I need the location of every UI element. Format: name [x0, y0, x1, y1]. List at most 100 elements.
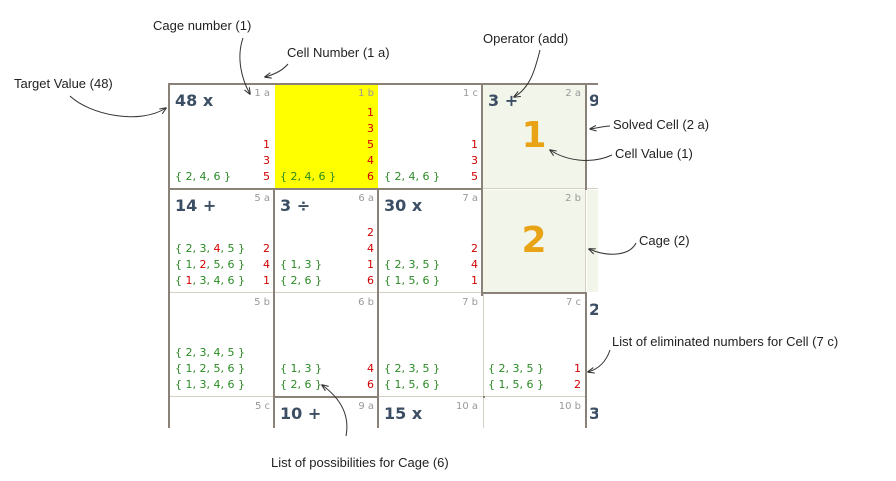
cell-10b[interactable]: 10 b: [483, 398, 585, 428]
cell-partial-r2[interactable]: 2: [587, 294, 598, 396]
cage-label: 3 +: [488, 91, 519, 110]
possibility-list: { 2, 4, 6 }: [280, 170, 336, 183]
arrow-eliminated-list: [588, 349, 611, 372]
cage-border: [481, 188, 483, 294]
annotation-eliminated-list: List of eliminated numbers for Cell (7 c…: [612, 334, 839, 349]
cage-label: 3: [589, 404, 598, 423]
cell-number: 7 a: [462, 193, 478, 204]
cell-number: 2 a: [565, 88, 581, 99]
cell-number: 7 b: [462, 297, 478, 308]
cage-border: [274, 396, 379, 398]
cell-partial-r1[interactable]: [587, 190, 598, 292]
possibility-list: { 2, 3, 4, 5 }{ 1, 2, 5, 6 }{ 1, 3, 4, 6…: [175, 346, 245, 391]
cell-number: 10 a: [455, 401, 478, 412]
cage-label: 14 +: [175, 196, 217, 215]
annotation-cell-value: Cell Value (1): [615, 146, 693, 161]
cage-label: 9: [589, 91, 598, 110]
cell-10a[interactable]: 10 a 15 x: [379, 398, 482, 428]
cell-partial-r3[interactable]: 3: [587, 398, 598, 428]
annotation-cage: Cage (2): [639, 233, 690, 248]
arrow-target-value: [69, 95, 166, 118]
arrow-cell-number: [265, 63, 289, 77]
arrow-possibilities-list: [322, 385, 348, 437]
cell-number: 10 b: [558, 401, 581, 412]
cage-border: [481, 294, 483, 296]
cell-number: 2 b: [565, 193, 581, 204]
cage-border: [273, 190, 275, 428]
annotation-target-value: Target Value (48): [14, 76, 113, 91]
annotation-operator: Operator (add): [483, 31, 569, 46]
arrow-cell-value: [550, 150, 613, 161]
grid-line: [168, 396, 274, 397]
arrow-operator: [514, 49, 541, 97]
cell-7b[interactable]: 7 b { 2, 3, 5 }{ 1, 5, 6 }: [379, 294, 482, 396]
cage-border: [168, 83, 598, 85]
grid-line: [585, 190, 586, 294]
arrow-cage: [589, 242, 637, 255]
cell-2b[interactable]: 2 b 2: [483, 190, 585, 292]
cell-number: 6 a: [358, 193, 374, 204]
cell-9a[interactable]: 9 a 10 +: [275, 398, 378, 428]
arrow-cage-number: [239, 37, 250, 94]
cell-value: 1: [521, 115, 547, 156]
annotation-possibilities-list: List of possibilities for Cage (6): [271, 455, 449, 470]
arrow-solved-cell: [590, 126, 611, 129]
grid-line: [483, 398, 484, 428]
cage-border: [377, 294, 379, 428]
possibility-list: { 2, 4, 6 }: [384, 170, 440, 183]
cell-number: 5 a: [254, 193, 270, 204]
cage-border: [168, 83, 170, 428]
grid-line: [483, 188, 598, 189]
possibility-list: { 1, 3 }{ 2, 6 }: [280, 362, 322, 391]
cell-value: 2: [521, 220, 547, 261]
cell-5c[interactable]: 5 c: [170, 398, 274, 428]
cell-number: 7 c: [565, 297, 581, 308]
cage-border: [483, 292, 587, 294]
possibility-list: { 2, 4, 6 }: [175, 170, 231, 183]
cage-border: [585, 292, 587, 428]
cell-number: 9 a: [358, 401, 374, 412]
cell-2a[interactable]: 2 a 3 + 1: [483, 85, 585, 188]
cage-border: [483, 396, 485, 398]
possibility-list: { 2, 3, 5 }{ 1, 5, 6 }: [488, 362, 544, 391]
annotation-solved-cell: Solved Cell (2 a): [613, 117, 710, 132]
grid-line: [379, 396, 585, 397]
possibility-list: { 1, 3 }{ 2, 6 }: [280, 258, 322, 287]
cage-label: 15 x: [384, 404, 423, 423]
cage-border: [585, 83, 587, 190]
annotation-cell-number: Cell Number (1 a): [287, 45, 390, 60]
cage-border: [168, 188, 483, 190]
cage-label: 48 x: [175, 91, 214, 110]
grid-line: [168, 292, 483, 293]
cell-number: 5 b: [254, 297, 270, 308]
possibility-list: { 2, 3, 5 }{ 1, 5, 6 }: [384, 362, 440, 391]
cell-partial-r0[interactable]: 9: [587, 85, 598, 188]
cage-border: [377, 190, 379, 294]
cage-border: [168, 396, 170, 398]
cage-label: 3 ÷: [280, 196, 311, 215]
cage-label: 30 x: [384, 196, 423, 215]
cage-label: 10 +: [280, 404, 322, 423]
cell-number: 1 b: [358, 88, 374, 99]
cage-label: 2: [589, 300, 598, 319]
cell-number: 1 a: [254, 88, 270, 99]
grid-line: [483, 294, 484, 396]
cell-5b[interactable]: 5 b { 2, 3, 4, 5 }{ 1, 2, 5, 6 }{ 1, 3, …: [170, 294, 274, 396]
possibility-list: { 2, 3, 5 }{ 1, 5, 6 }: [384, 258, 440, 287]
cell-number: 1 c: [462, 88, 478, 99]
